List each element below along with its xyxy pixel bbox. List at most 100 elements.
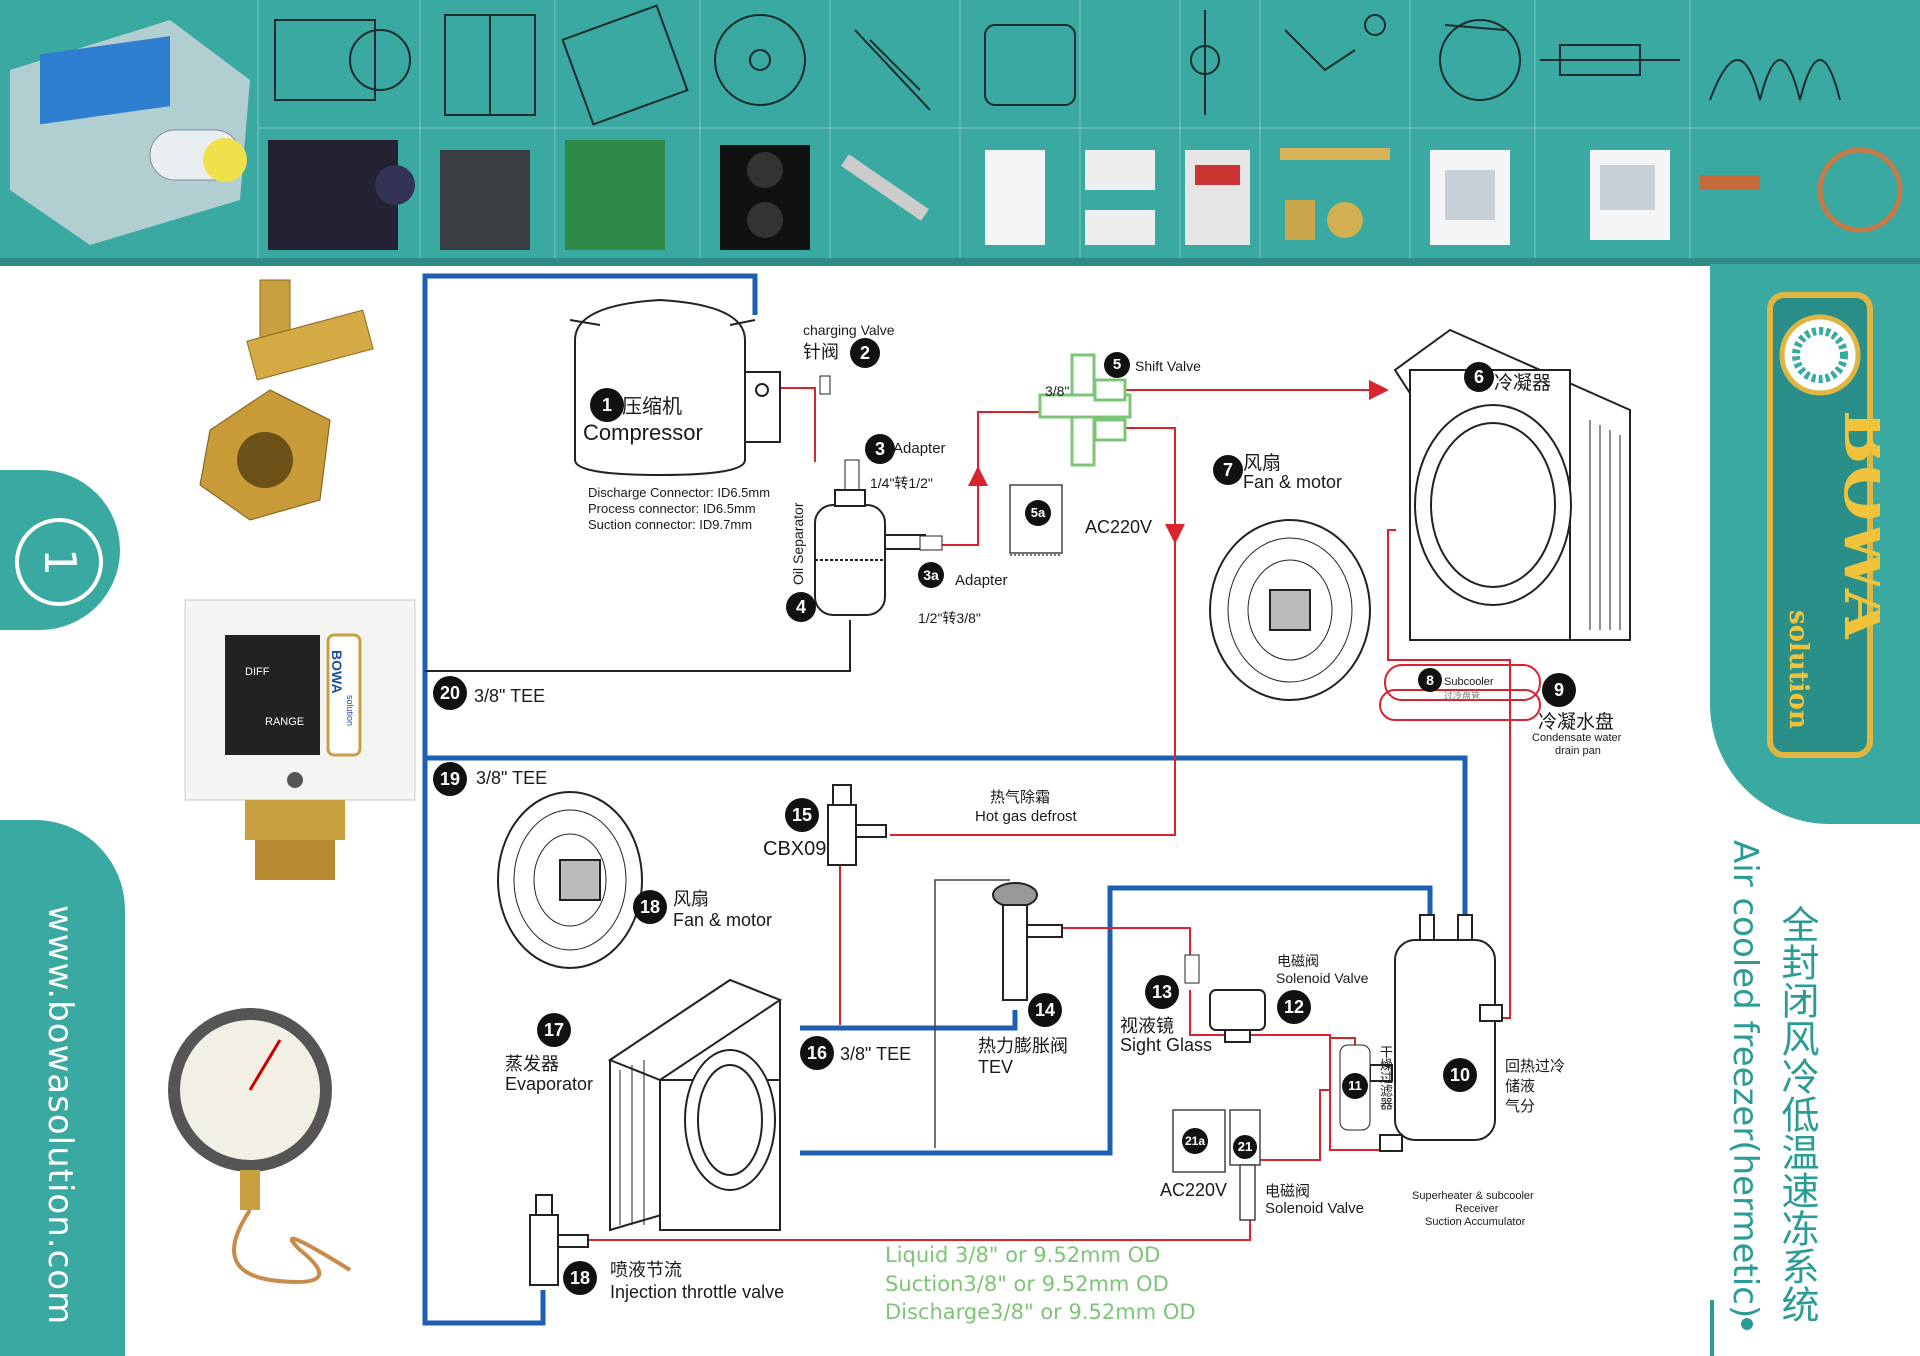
switch-diff-label: DIFF (245, 666, 270, 678)
accumulator-cn-2: 储液 (1505, 1077, 1536, 1095)
num-8: 8 (1418, 668, 1442, 692)
num-7: 7 (1213, 455, 1243, 485)
injection-cn: 喷液节流 (610, 1260, 682, 1281)
side-products: DIFF RANGE BOWA solution (168, 279, 416, 1284)
compressor-en: Compressor (583, 420, 703, 445)
num-1: 1 (590, 388, 624, 422)
drain-pan-en-2: drain pan (1555, 745, 1601, 757)
num-21a: 21a (1182, 1128, 1208, 1154)
tee-19-label: 3/8" TEE (476, 768, 548, 788)
accumulator-en-2: Receiver (1455, 1203, 1499, 1215)
banner-divider (0, 258, 1920, 266)
product-banner (0, 0, 1920, 264)
num-16: 16 (800, 1036, 834, 1070)
sight-glass-en: Sight Glass (1120, 1035, 1213, 1055)
num-6: 6 (1464, 362, 1494, 392)
num-2: 2 (850, 338, 880, 368)
suction-lines (422, 273, 1468, 1326)
drain-pan-en-1: Condensate water (1532, 732, 1622, 744)
drain-pan-cn: 冷凝水盘 (1538, 711, 1615, 733)
sight-glass (1184, 954, 1200, 984)
pressure-switch: DIFF RANGE BOWA solution (184, 599, 416, 880)
num-20: 20 (433, 676, 467, 710)
num-21: 21 (1233, 1135, 1257, 1159)
tev (992, 882, 1063, 1001)
legend-discharge: Discharge3/8" or 9.52mm OD (885, 1300, 1196, 1324)
website-band (0, 820, 125, 1356)
fan-7-en: Fan & motor (1243, 472, 1343, 492)
pressure-gauge (168, 1008, 352, 1284)
num-10: 10 (1443, 1058, 1477, 1092)
filter-drier-cn: 干燥过滤器 (1377, 1045, 1392, 1110)
num-5: 5 (1104, 352, 1130, 378)
num-5a: 5a (1025, 500, 1051, 526)
solenoid-21-cn: 电磁阀 (1265, 1182, 1311, 1200)
subcooler-cn: 过冷盘管 (1444, 691, 1481, 701)
condenser (1393, 328, 1631, 641)
accumulator-cn-1: 回热过冷 (1505, 1057, 1566, 1075)
system-render (10, 20, 250, 245)
legend-suction: Suction3/8" or 9.52mm OD (885, 1272, 1169, 1296)
cbx09-label: CBX09 (763, 838, 827, 860)
compressor-spec-1: Discharge Connector: ID6.5mm (588, 485, 771, 500)
brand-name: BOWA (1829, 410, 1880, 640)
tee-16-label: 3/8" TEE (840, 1044, 912, 1064)
tev-en: TEV (978, 1057, 1014, 1077)
adapter-3 (844, 459, 860, 491)
product-thumbnails (10, 0, 1920, 258)
num-18-injection: 18 (563, 1261, 597, 1295)
adapter-3a-en: Adapter (955, 572, 1008, 589)
oil-separator (814, 489, 926, 616)
adapter-3a-size: 1/2"转3/8" (918, 610, 981, 626)
cbx09-valve (827, 784, 887, 866)
compressor (569, 298, 781, 477)
num-9: 9 (1542, 673, 1576, 707)
injection-valve (529, 1194, 589, 1286)
num-3: 3 (865, 434, 895, 464)
num-3a: 3a (918, 562, 944, 588)
oil-separator-label: Oil Separator (790, 502, 806, 585)
hot-gas-cn: 热气除霜 (990, 788, 1051, 806)
num-4: 4 (786, 592, 816, 622)
fan-motor-18 (497, 791, 643, 969)
charging-valve-en: charging Valve (803, 322, 895, 338)
solenoid-12-cn: 电磁阀 (1277, 954, 1319, 970)
evaporator-en: Evaporator (505, 1074, 594, 1094)
injection-en: Injection throttle valve (610, 1282, 785, 1302)
title-en: Air cooled freezer(hermetic) (1725, 840, 1765, 1319)
adapter-3a (919, 535, 943, 551)
legend-liquid: Liquid 3/8" or 9.52mm OD (885, 1243, 1161, 1267)
title-dot (1741, 1318, 1753, 1330)
coil-5a-voltage: AC220V (1085, 517, 1153, 537)
solenoid-valve-12 (1209, 989, 1266, 1043)
compressor-spec-3: Suction connector: ID9.7mm (588, 517, 753, 532)
solenoid-21-en: Solenoid Valve (1265, 1200, 1364, 1217)
num-19: 19 (433, 762, 467, 796)
subcooler-drain-pan (1379, 664, 1541, 721)
adapter-size: 1/4"转1/2" (870, 475, 933, 491)
charging-valve (819, 375, 831, 395)
hot-gas-en: Hot gas defrost (975, 808, 1077, 825)
fan-motor-7 (1209, 519, 1371, 701)
compressor-cn: 压缩机 (622, 394, 682, 418)
tev-cn: 热力膨胀阀 (978, 1036, 1068, 1057)
shift-valve-size: 3/8" (1045, 383, 1070, 399)
subcooler-en: Subcooler (1444, 676, 1494, 688)
title-cn: 全封闭风冷低温速冻系统 (1775, 905, 1819, 1323)
shift-valve-en: Shift Valve (1135, 358, 1201, 374)
num-17: 17 (537, 1013, 571, 1047)
charging-valve-cn: 针阀 (803, 342, 839, 363)
num-13: 13 (1145, 975, 1179, 1009)
num-14: 14 (1028, 993, 1062, 1027)
num-18-fan: 18 (633, 890, 667, 924)
accumulator-cn-3: 气分 (1505, 1097, 1536, 1115)
accumulator-en-3: Suction Accumulator (1425, 1216, 1526, 1228)
solenoid-12-en: Solenoid Valve (1276, 970, 1369, 986)
tee-20-label: 3/8" TEE (474, 686, 546, 706)
fan-18-en: Fan & motor (673, 910, 773, 930)
brand-logo: BOWA solution (1767, 292, 1880, 758)
solenoid-valve-21 (1172, 1109, 1261, 1221)
fan-7-cn: 风扇 (1243, 452, 1282, 474)
switch-brand-tag: solution (345, 695, 355, 726)
